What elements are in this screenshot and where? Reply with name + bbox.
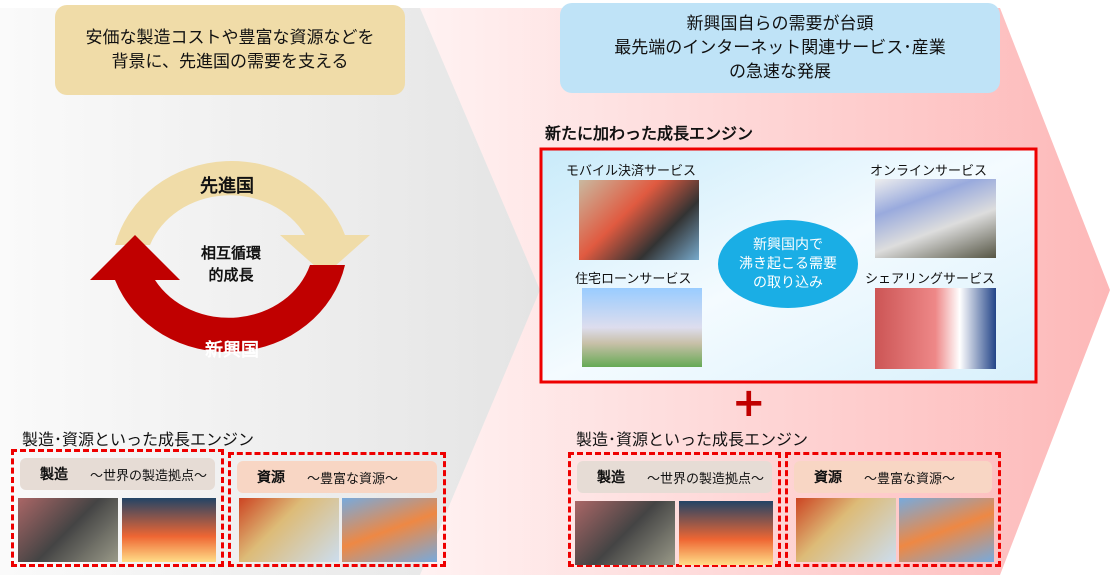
- new-engine-title: 新たに加わった成長エンジン: [545, 124, 754, 143]
- service-sharing: シェアリングサービス: [865, 272, 996, 287]
- manufacturing-subtitle: ～世界の製造拠点～: [90, 468, 208, 484]
- left-top-box: 安価な製造コストや豊富な資源などを 背景に、先進国の需要を支える: [55, 5, 405, 95]
- service-online: オンラインサービス: [870, 164, 988, 179]
- service-mobile-payment: モバイル決済サービス: [566, 164, 697, 179]
- tan-arrow: [115, 160, 370, 275]
- cycle-emerging: 新興国: [205, 340, 259, 361]
- manufacturing-title: 製造: [40, 467, 68, 483]
- bubble-text: 新興国内で 沸き起こる需要 の取り込み: [739, 237, 837, 291]
- right-top-box: 新興国自らの需要が台頭 最先端のインターネット関連サービス･産業 の急速な発展: [560, 3, 1000, 93]
- grain-photo: [796, 498, 896, 562]
- steel-photo: [122, 498, 216, 562]
- resources-title: 資源: [814, 470, 842, 486]
- resources-subtitle: ～豊富な資源～: [864, 471, 956, 487]
- manufacturing-title: 製造: [597, 470, 625, 486]
- service-housing-loan: 住宅ローンサービス: [575, 272, 692, 287]
- right-engine-title: 製造･資源といった成長エンジン: [576, 430, 809, 449]
- red-arrow: [90, 235, 345, 353]
- cycle-developed: 先進国: [200, 176, 254, 197]
- mobile-payment-photo: [579, 180, 699, 260]
- gas-flare-photo: [899, 498, 994, 562]
- plus-sign: +: [732, 380, 766, 426]
- resources-box-right: 資源 ～豊富な資源～: [785, 452, 1001, 567]
- online-service-photo: [875, 179, 996, 258]
- manufacturing-box-left: 製造 ～世界の製造拠点～: [11, 449, 224, 567]
- resources-subtitle: ～豊富な資源～: [307, 471, 399, 487]
- cycle-center: 相互循環 的成長: [200, 244, 261, 284]
- resources-box-left: 資源 ～豊富な資源～: [228, 452, 446, 567]
- gas-flare-photo: [342, 498, 437, 562]
- manufacturing-box-right: 製造 ～世界の製造拠点～: [568, 452, 781, 567]
- factory-workers-photo: [575, 501, 675, 565]
- demand-bubble: [718, 220, 858, 308]
- sharing-photo: [875, 288, 996, 369]
- resources-title: 資源: [257, 470, 285, 486]
- left-engine-title: 製造･資源といった成長エンジン: [22, 430, 255, 449]
- factory-workers-photo: [18, 498, 118, 562]
- grain-photo: [239, 498, 339, 562]
- gray-chevron: [0, 8, 540, 575]
- manufacturing-subtitle: ～世界の製造拠点～: [647, 471, 765, 487]
- housing-photo: [582, 288, 702, 367]
- steel-photo: [679, 501, 773, 565]
